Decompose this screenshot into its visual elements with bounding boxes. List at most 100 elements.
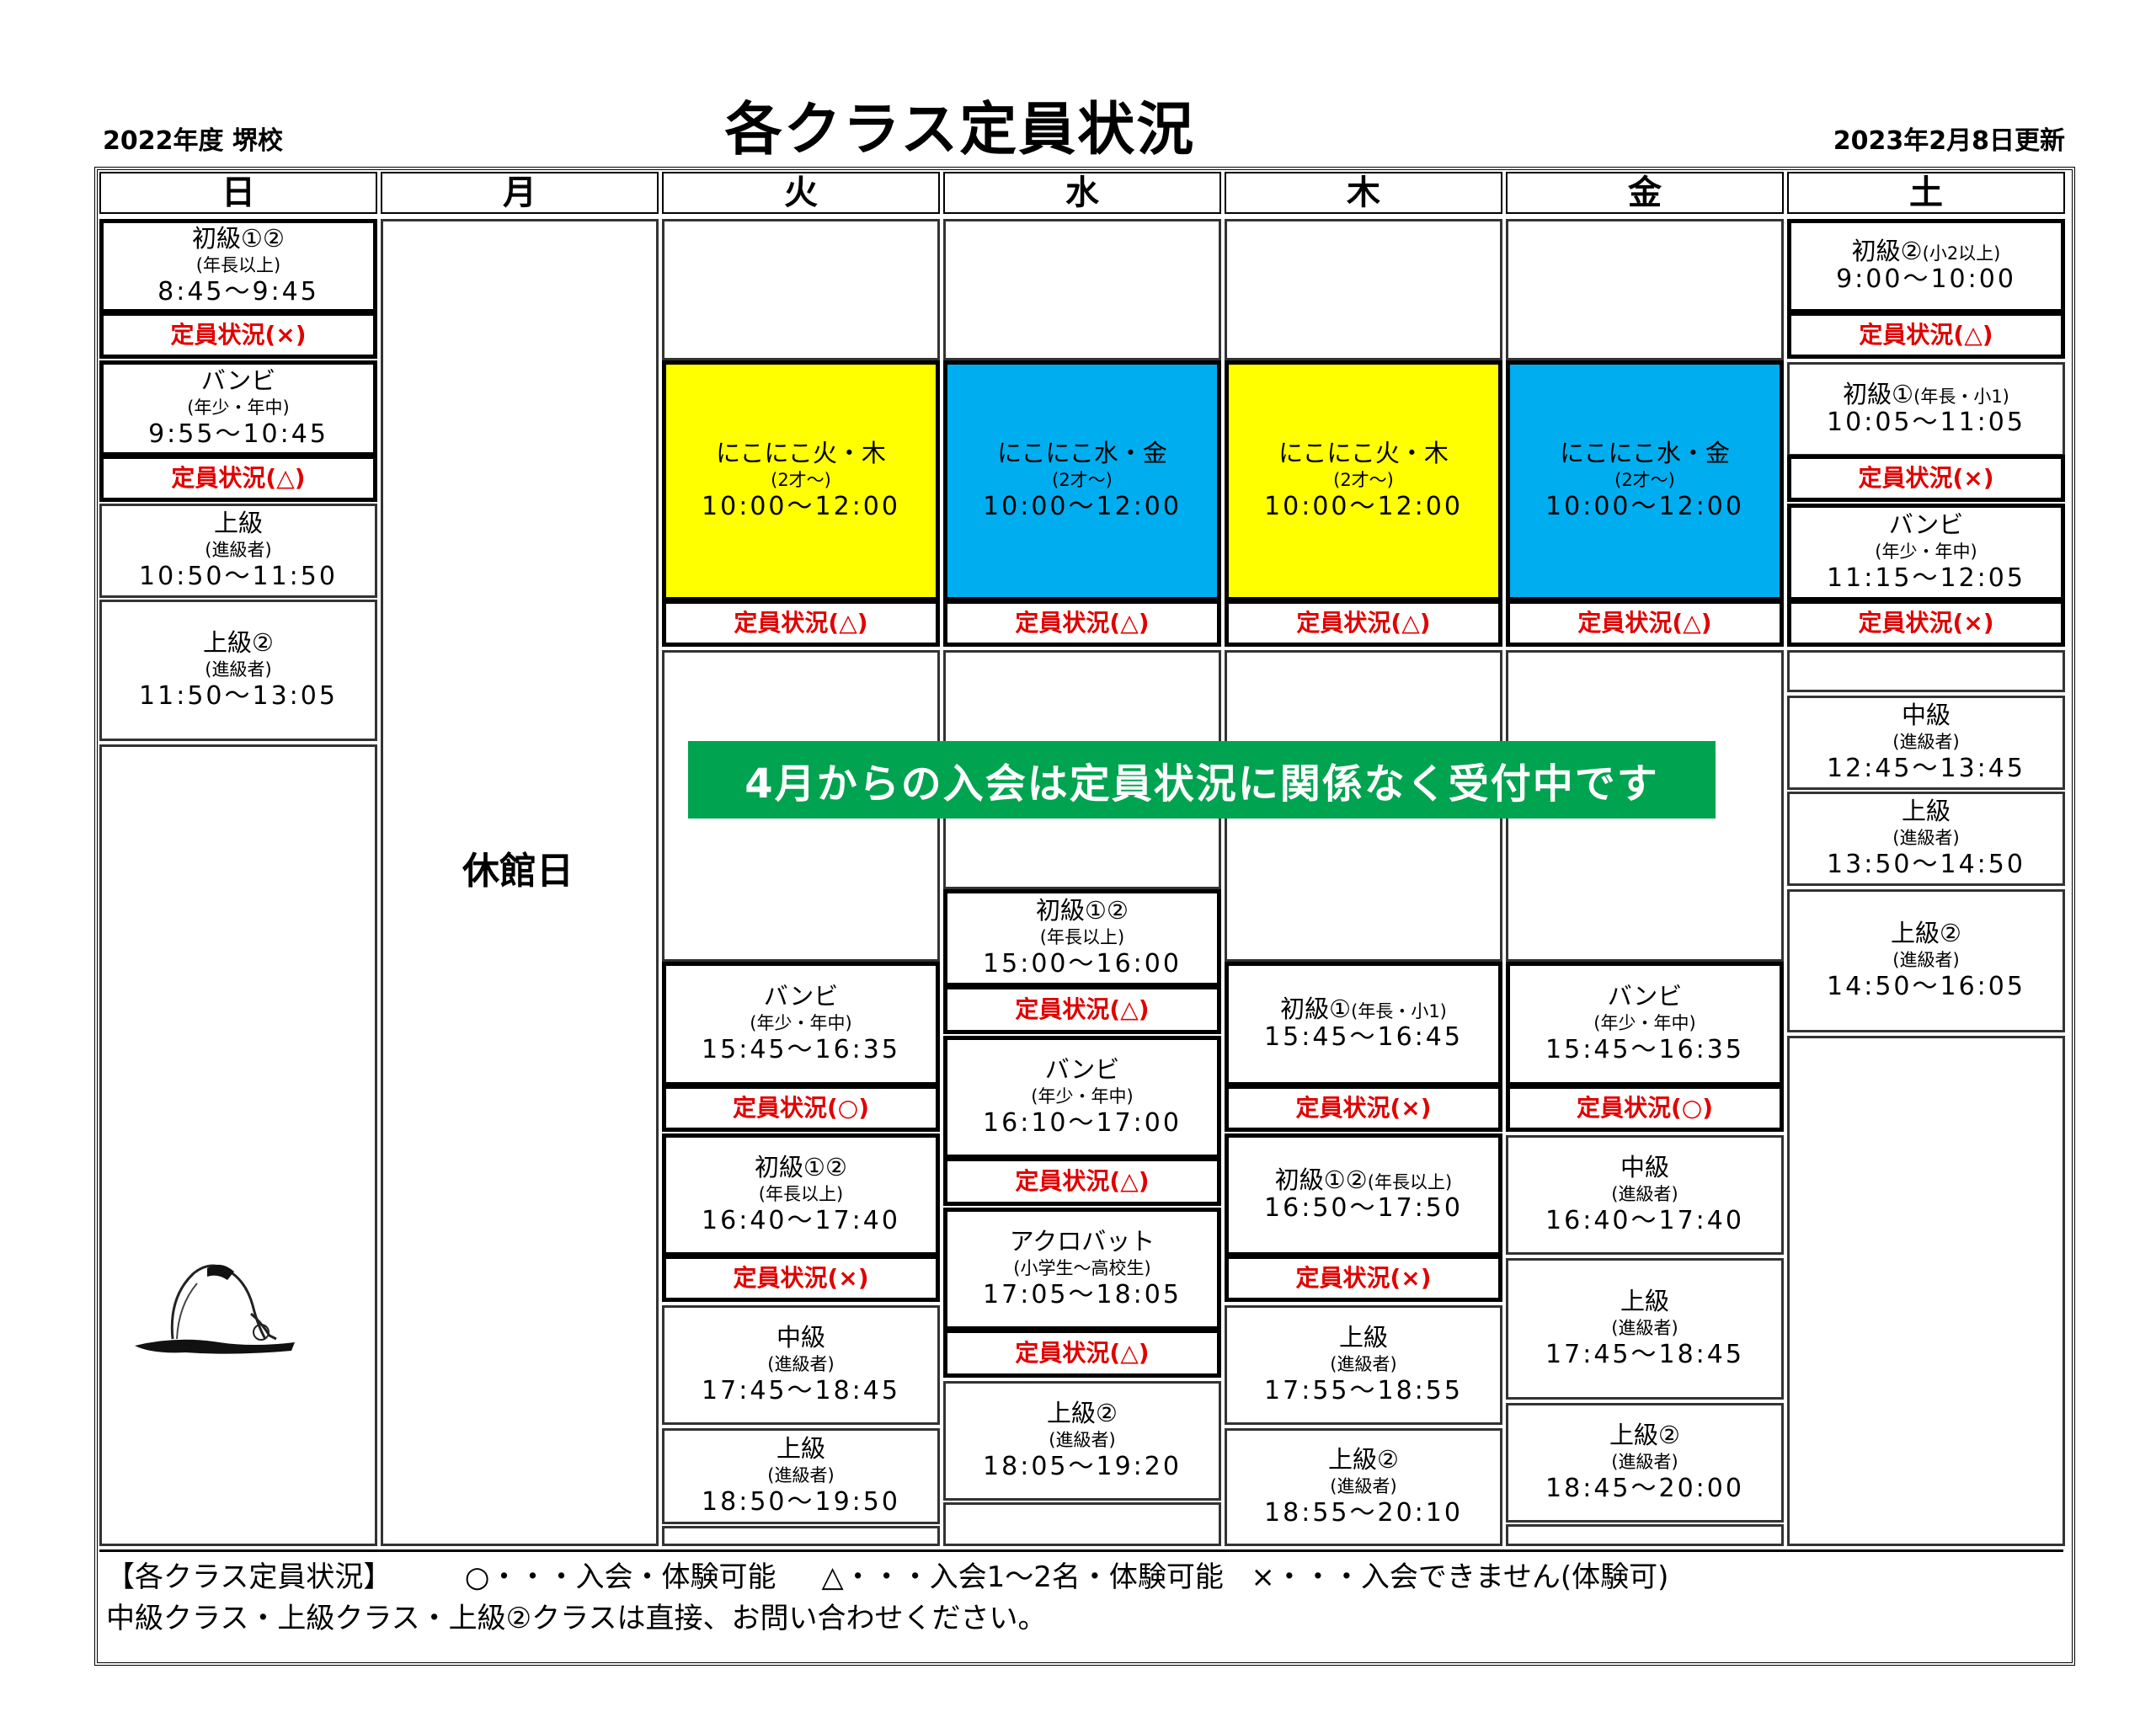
class-target: (進級者) [767,1465,835,1486]
class-target: (年少・年中) [750,1013,852,1034]
status-tue-3: 定員状況(×) [662,1255,940,1302]
class-name: 初級①② [755,1153,847,1181]
status-thu-3: 定員状況(×) [1225,1255,1502,1302]
class-name: 上級② [203,628,274,657]
class-time: 18:50～19:50 [702,1487,900,1517]
class-time: 10:50～11:50 [139,562,338,592]
status-thu-1: 定員状況(△) [1225,600,1502,647]
class-time: 18:05～19:20 [983,1452,1182,1482]
legend-line: 【各クラス定員状況】 ○・・・入会・体験可能 △・・・入会1～2名・体験可能 ×… [106,1557,2057,1598]
class-time: 18:55～20:10 [1264,1498,1463,1528]
class-thu-3: 初級①②(年長以上) 16:50～17:50 [1225,1133,1502,1256]
class-name: バンビ [763,982,839,1011]
class-name: にこにこ火・木 [1278,439,1449,467]
legend-circle: ○・・・入会・体験可能 [464,1560,776,1594]
class-wed-2: 初級①② (年長以上) 15:00～16:00 [943,889,1221,987]
status-wed-1: 定員状況(△) [943,600,1221,647]
class-sat-3: バンビ (年少・年中) 11:15～12:05 [1787,504,2065,601]
legend-note: 中級クラス・上級クラス・上級②クラスは直接、お問い合わせください。 [106,1602,1047,1636]
status-fri-2: 定員状況(○) [1506,1085,1784,1132]
class-sun-3: 上級 (進級者) 10:50～11:50 [99,504,377,598]
class-sun-1: 初級①② (年長以上) 8:45～9:45 [99,219,377,313]
class-time: 16:10～17:00 [983,1108,1182,1139]
class-target: (年少・年中) [1875,541,1977,563]
class-time: 10:05～11:05 [1827,408,2025,438]
day-header-sun: 日 [99,172,377,214]
updated-date: 2023年2月8日更新 [1833,126,2065,156]
status-label: 定員状況(△) [1577,608,1712,637]
class-name: 初級①(年長・小1) [1280,995,1447,1024]
class-target: (進級者) [1611,1318,1678,1339]
class-time: 13:50～14:50 [1827,850,2025,880]
class-fri-1: にこにこ水・金 (2才～) 10:00～12:00 [1506,360,1784,601]
enrollment-banner: 4月からの入会は定員状況に関係なく受付中です [688,741,1716,819]
class-target: (小学生～高校生) [1013,1258,1151,1279]
status-wed-4: 定員状況(△) [943,1329,1221,1378]
status-label: 定員状況(△) [171,463,306,492]
class-sat-5: 上級 (進級者) 13:50～14:50 [1787,792,2065,886]
tue-empty-cell [662,219,940,360]
thu-empty-cell [1225,219,1502,360]
day-header-tue: 火 [662,172,940,214]
class-name: 中級 [1901,701,1951,729]
class-target: (年長以上) [758,1184,844,1205]
class-name: 初級①②(年長以上) [1274,1165,1453,1195]
class-target: (2才～) [1052,470,1113,491]
class-time: 11:50～13:05 [139,681,338,712]
status-label: 定員状況(×) [1295,1093,1432,1122]
class-thu-1: にこにこ火・木 (2才～) 10:00～12:00 [1225,360,1502,601]
tue-empty-row [662,1526,940,1546]
status-label: 定員状況(△) [1015,995,1150,1023]
class-target: (年長以上) [1039,927,1125,948]
class-name: 上級 [776,1434,825,1463]
class-sat-1: 初級②(小2以上) 9:00～10:00 [1787,219,2065,313]
class-tue-3: 初級①② (年長以上) 16:40～17:40 [662,1133,940,1256]
status-label: 定員状況(△) [1296,608,1431,637]
class-name: にこにこ水・金 [1560,439,1730,467]
fri-empty-cell [1506,219,1784,360]
wed-empty-cell [943,219,1221,360]
class-target: (進級者) [1892,732,1960,753]
class-target: (進級者) [1049,1430,1116,1451]
class-time: 10:00～12:00 [1264,492,1463,522]
status-label: 定員状況(×) [1295,1263,1432,1292]
class-target: (年少・年中) [1031,1086,1134,1107]
status-thu-2: 定員状況(×) [1225,1085,1502,1132]
day-header-thu: 木 [1225,172,1502,214]
schedule-frame [94,167,2075,1666]
status-label: 定員状況(×) [1858,608,1994,637]
class-name: バンビ [1044,1055,1120,1084]
year-school-label: 2022年度 堺校 [103,126,283,156]
status-label: 定員状況(×) [733,1263,869,1292]
day-header-mon: 月 [381,172,659,214]
status-label: 定員状況(△) [1015,1166,1150,1195]
class-fri-2: バンビ (年少・年中) 15:45～16:35 [1506,962,1784,1086]
class-time: 18:45～20:00 [1545,1474,1744,1504]
status-label: 定員状況(△) [1859,320,1993,349]
class-tue-4: 中級 (進級者) 17:45～18:45 [662,1305,940,1425]
class-tue-5: 上級 (進級者) 18:50～19:50 [662,1428,940,1524]
class-name: 初級①② [1036,896,1129,925]
class-time: 12:45～13:45 [1827,754,2025,784]
class-name: 上級 [1338,1323,1388,1352]
class-fri-4: 上級 (進級者) 17:45～18:45 [1506,1258,1784,1400]
class-target: (2才～) [771,470,831,491]
class-time: 10:00～12:00 [1545,492,1744,522]
sat-empty-row [1787,650,2065,692]
class-time: 16:40～17:40 [1545,1206,1744,1236]
class-name: 初級①② [192,224,285,253]
class-target: (進級者) [1611,1184,1678,1205]
legend-triangle: △・・・入会1～2名・体験可能 [821,1560,1224,1594]
class-time: 10:00～12:00 [702,492,900,522]
sun-empty-cell [99,744,377,1546]
day-header-wed: 水 [943,172,1221,214]
class-thu-2: 初級①(年長・小1) 15:45～16:45 [1225,962,1502,1086]
day-header-sat: 土 [1787,172,2065,214]
wed-empty-row [943,1502,1221,1546]
sat-empty-cell [1787,1036,2065,1546]
status-fri-1: 定員状況(△) [1506,600,1784,647]
status-tue-2: 定員状況(○) [662,1085,940,1132]
class-time: 15:45～16:35 [1545,1035,1744,1065]
class-time: 17:45～18:45 [1545,1340,1744,1370]
class-target: (進級者) [1330,1354,1397,1375]
